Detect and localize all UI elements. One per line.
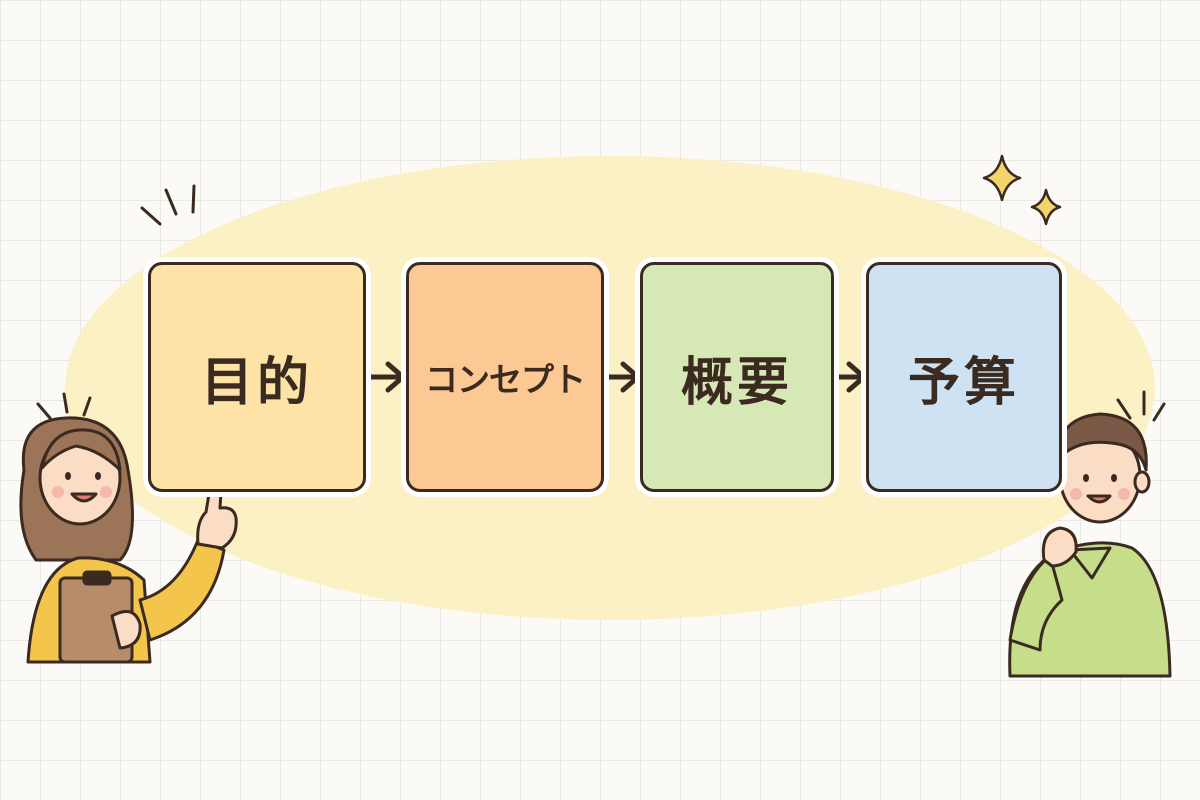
step-label-concept: コンセプト <box>425 360 586 399</box>
man-illustration <box>1008 390 1172 678</box>
step-box-overview: 概要 <box>640 262 834 492</box>
woman-illustration <box>19 392 238 664</box>
sparkle-icon <box>982 154 1062 226</box>
step-label-overview: 概要 <box>680 352 793 413</box>
step-box-budget: 予算 <box>866 262 1062 492</box>
step-label-budget: 予算 <box>907 352 1020 413</box>
emphasis-lines-left <box>140 184 196 226</box>
step-box-concept: コンセプト <box>406 262 604 492</box>
step-box-purpose: 目的 <box>148 262 366 492</box>
arrow-right-icon <box>366 361 867 393</box>
step-label-purpose: 目的 <box>200 352 313 413</box>
clipboard-icon <box>58 570 134 664</box>
